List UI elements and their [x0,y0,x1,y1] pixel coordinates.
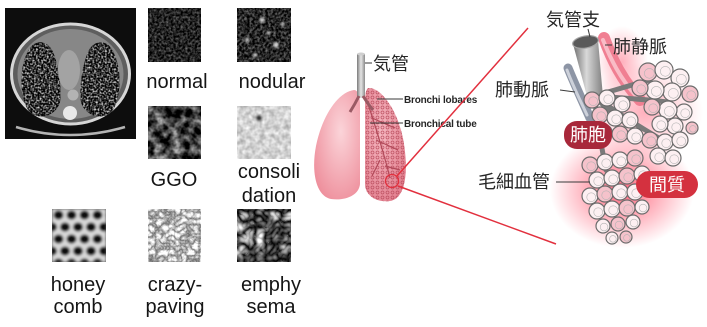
label-pulmonary-artery: 肺動脈 [495,80,549,101]
lung-illustration: 気管 Bronchi lobares Bronchical tube [314,53,478,202]
label-emphysema-line2: sema [247,296,297,318]
ct-scan-image [5,8,136,139]
texture-crazy-paving: crazy- paving [146,209,205,318]
zoom-callout [386,28,557,244]
ct-aorta [68,90,79,101]
label-normal: normal [146,71,207,93]
alveolus-badge: 肺胞 [564,121,612,149]
patch-nodular [237,8,291,62]
interstitium-badge: 間質 [636,171,698,198]
label-emphysema-line1: emphy [241,274,301,296]
label-capillary: 毛細血管 [478,172,550,193]
texture-nodular: nodular [237,8,306,93]
texture-ggo: GGO [148,106,201,191]
label-honeycomb-line1: honey [51,274,106,296]
patch-normal [148,8,201,62]
patch-consolidation [237,106,291,159]
label-crazy-paving-line1: crazy- [148,274,202,296]
label-alveolus: 肺胞 [570,125,606,146]
patch-honeycomb [52,209,106,262]
label-crazy-paving-line2: paving [146,296,205,318]
label-consolidation-line1: consoli [238,161,300,183]
label-honeycomb-line2: comb [54,296,103,318]
label-bronchus: 気管支 [546,10,600,31]
label-bronchical-tube: Bronchical tube [404,119,477,130]
label-pulmonary-vein: 肺静脈 [613,37,667,58]
trachea-tube [357,54,365,98]
ct-spine [63,106,77,120]
texture-consolidation: consoli dation [237,106,300,207]
trachea-top [357,53,365,56]
label-nodular: nodular [239,71,306,93]
label-consolidation-line2: dation [242,185,297,207]
patch-ggo [148,106,201,159]
patch-emphysema [237,209,291,262]
label-trachea: 気管 [373,54,409,75]
zoom-line-bottom [398,186,556,244]
label-interstitium: 間質 [649,175,685,196]
texture-emphysema: emphy sema [237,209,301,318]
ct-heart [58,50,80,90]
texture-normal: normal [146,8,207,93]
label-ggo: GGO [151,169,198,191]
consolidation-dot [256,115,261,120]
patch-crazy-paving [148,209,201,262]
texture-honeycomb: honey comb [51,209,106,318]
